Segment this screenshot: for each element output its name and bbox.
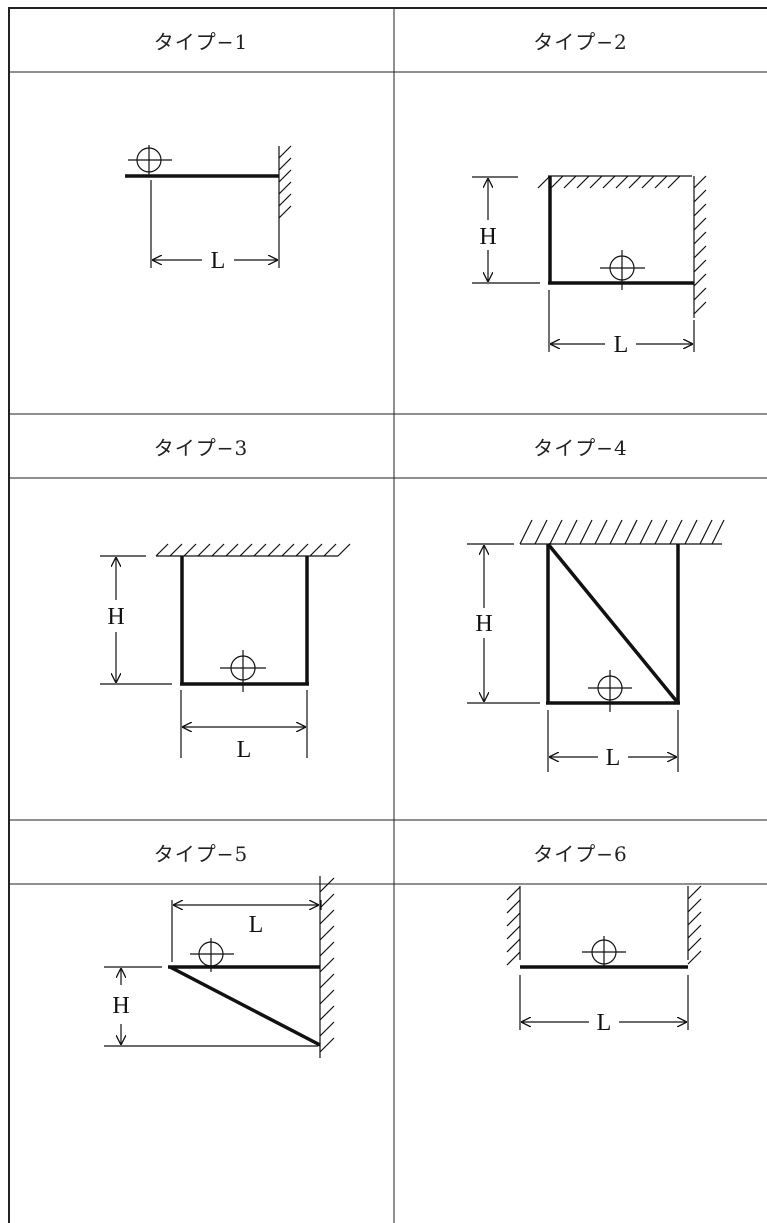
- table-grid: [8, 7, 767, 1223]
- dimension-h: H: [467, 543, 540, 704]
- dimension-h: H: [100, 555, 172, 685]
- dimension-h: H: [104, 966, 318, 1047]
- ceiling-hatch: [537, 175, 692, 189]
- pipe-symbol: [190, 938, 234, 972]
- support-frame: [168, 965, 321, 1047]
- type-5-diagram: L H: [104, 876, 335, 1058]
- type-6-diagram: L: [506, 885, 702, 1036]
- dimension-l: L: [548, 290, 695, 358]
- dimension-l: L: [547, 710, 679, 772]
- pipe-symbol: [582, 936, 626, 968]
- pipe-symbol: [588, 670, 632, 712]
- support-frame: [548, 176, 694, 285]
- right-wall-hatch: [687, 885, 702, 965]
- ceiling-hatch: [519, 519, 725, 545]
- dimension-l: L: [150, 180, 280, 274]
- label-l: L: [606, 745, 621, 771]
- wall-hatch: [319, 876, 335, 1058]
- label-l: L: [249, 912, 264, 938]
- label-l: L: [211, 248, 226, 274]
- label-l: L: [614, 332, 629, 358]
- dimension-l: L: [171, 900, 322, 962]
- type-4-diagram: H L: [467, 519, 725, 772]
- dimension-h: H: [472, 176, 540, 284]
- label-h: H: [112, 993, 129, 1019]
- label-h: H: [107, 604, 124, 630]
- left-wall-hatch: [506, 886, 521, 966]
- wall-hatch: [693, 175, 707, 318]
- label-l: L: [237, 737, 252, 763]
- type-4-header: タイプ−4: [533, 435, 628, 460]
- type-1-diagram: L: [125, 145, 292, 274]
- type-6-header: タイプ−6: [533, 841, 628, 866]
- label-l: L: [597, 1010, 612, 1036]
- type-3-header: タイプ−3: [153, 435, 249, 460]
- dimension-l: L: [180, 690, 308, 763]
- pipe-symbol: [600, 250, 645, 290]
- wall-hatch: [278, 145, 292, 219]
- support-frame: [180, 556, 309, 686]
- pipe-symbol: [220, 650, 266, 692]
- label-h: H: [475, 611, 492, 637]
- type-3-diagram: H L: [100, 543, 351, 763]
- label-h: H: [479, 224, 496, 250]
- type-5-header: タイプ−5: [153, 841, 249, 866]
- dimension-l: L: [519, 975, 689, 1036]
- type-2-header: タイプ−2: [533, 29, 628, 54]
- pipe-symbol: [128, 145, 172, 176]
- type-2-diagram: H L: [472, 175, 707, 358]
- type-1-header: タイプ−1: [153, 29, 249, 54]
- ceiling-hatch: [155, 543, 351, 557]
- support-frame: [546, 542, 680, 705]
